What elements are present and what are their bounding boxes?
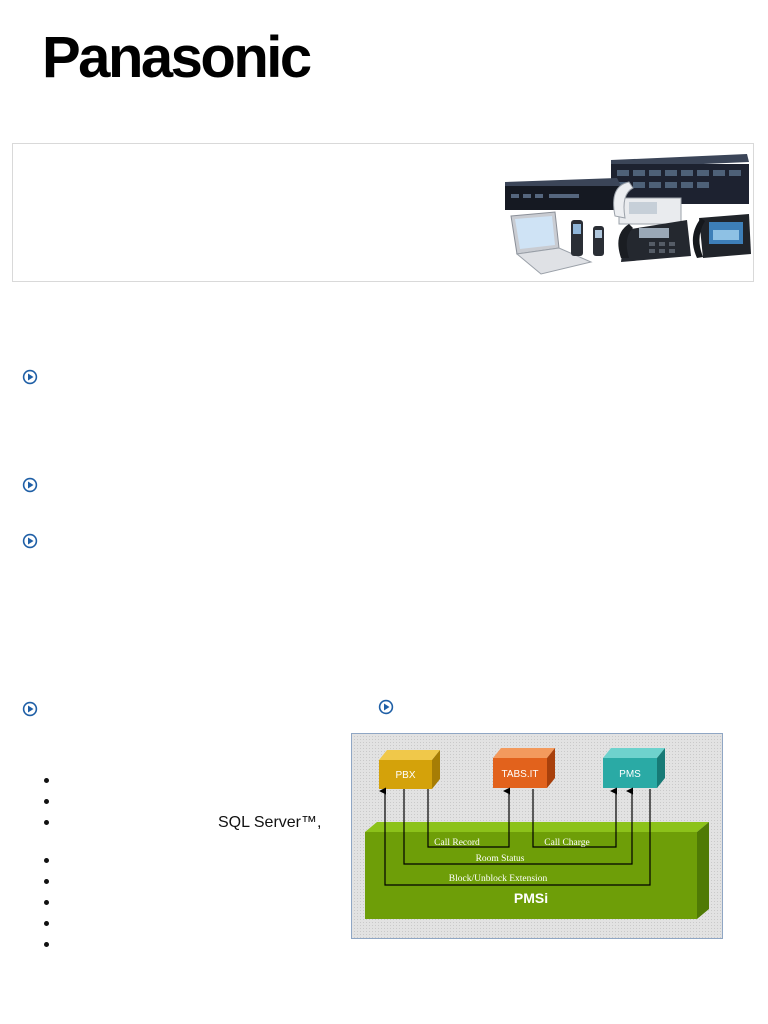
room-status-label: Room Status [476, 854, 525, 864]
play-circle-icon[interactable] [22, 369, 38, 385]
call-charge-label: Call Charge [544, 838, 589, 848]
list-item [44, 934, 344, 955]
bullet-dot [44, 778, 49, 783]
bullet-dot [44, 900, 49, 905]
list-item [44, 892, 344, 913]
list-item [44, 913, 344, 934]
room-status-line [403, 787, 634, 865]
panasonic-logo: Panasonic [42, 25, 312, 90]
tabs-it-box: TABS.IT [493, 748, 555, 788]
call-record-line [427, 787, 511, 848]
play-circle-icon[interactable] [22, 533, 38, 549]
bullet-dot [44, 879, 49, 884]
bullet-dot [44, 921, 49, 926]
block-unblock-label: Block/Unblock Extension [449, 874, 548, 884]
pbx-unit-large [611, 154, 749, 204]
list-item [44, 871, 344, 892]
list-item: SQL Server™, [44, 812, 344, 833]
laptop [510, 211, 593, 275]
tabs-it-label: TABS.IT [501, 769, 538, 780]
call-charge-line [532, 787, 618, 848]
hero-banner [12, 143, 754, 282]
desk-phone-black [618, 220, 691, 262]
list-item [44, 791, 344, 812]
call-record-label: Call Record [434, 838, 480, 848]
flow-lines [379, 787, 651, 886]
bullet-dot [44, 858, 49, 863]
product-photo [505, 154, 751, 275]
pbx-label: PBX [395, 770, 415, 781]
pbx-unit-small [505, 178, 621, 210]
list-item [44, 850, 344, 871]
touchscreen-phone [692, 214, 751, 258]
play-circle-icon[interactable] [22, 477, 38, 493]
feature-list: SQL Server™, [44, 770, 344, 955]
pbx-box: PBX [379, 750, 440, 789]
play-circle-icon[interactable] [22, 701, 38, 717]
bullet-dot [44, 799, 49, 804]
sql-server-text: SQL Server™, [218, 814, 322, 831]
bullet-dot [44, 942, 49, 947]
block-unblock-line [379, 787, 651, 886]
play-circle-icon[interactable] [378, 699, 394, 715]
pmsi-base: PMSi [365, 822, 709, 919]
pmsi-label: PMSi [514, 890, 548, 906]
mobile-phones [571, 220, 604, 256]
list-item [44, 770, 344, 791]
pmsi-diagram: PMSi PBX TABS.IT PMS Call Record Call Ch… [351, 733, 723, 939]
bullet-dot [44, 820, 49, 825]
pms-label: PMS [619, 769, 641, 780]
pms-box: PMS [603, 748, 665, 788]
desk-phone-white [613, 181, 682, 225]
